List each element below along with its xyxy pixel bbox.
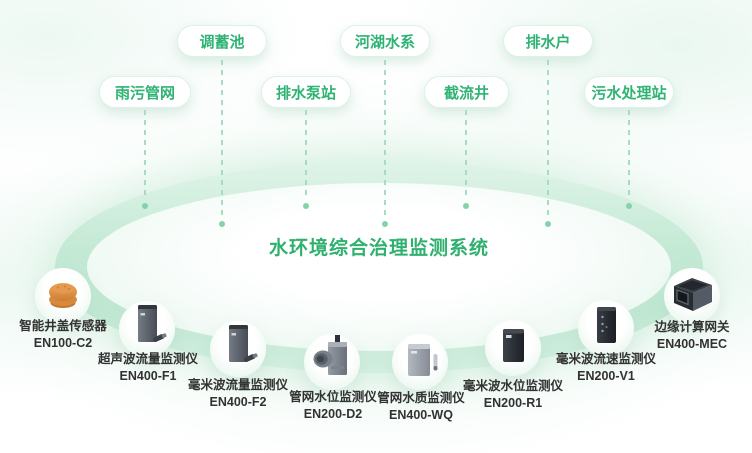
edge-gateway-icon (674, 278, 712, 311)
connector-dot-wushuichulizhan (626, 203, 632, 209)
connector-wushuichulizhan (628, 110, 630, 200)
device-name: 管网水质监测仪 (377, 391, 465, 405)
mmwave-flow-monitor-icon (229, 325, 258, 362)
device-model: EN400-MEC (656, 337, 728, 351)
mmwave-flow-velocity-monitor-icon (597, 307, 616, 343)
pill-tiaoxuchi: 调蓄池 (177, 25, 267, 57)
device-label-en200-v1: 毫米波流速监测仪 EN200-V1 (556, 351, 656, 385)
device-model: EN200-V1 (577, 369, 635, 383)
mmwave-water-level-monitor-icon (503, 329, 524, 362)
device-model: EN400-F1 (119, 369, 177, 383)
connector-dot-paishuibengzhan (303, 203, 309, 209)
device-name: 毫米波流速监测仪 (555, 352, 657, 366)
connector-dot-hehushuixi (382, 221, 388, 227)
device-label-en200-d2: 管网水位监测仪 EN200-D2 (289, 389, 377, 423)
connector-yuwuguanwang (144, 110, 146, 200)
connector-paishuihu (547, 60, 549, 218)
manhole-sensor-icon (49, 283, 77, 308)
device-model: EN400-F2 (209, 395, 267, 409)
ultrasonic-flow-monitor-icon (138, 305, 167, 342)
device-name: 超声波流量监测仪 (97, 352, 199, 366)
pill-paishuibengzhan: 排水泵站 (261, 76, 351, 108)
connector-hehushuixi (384, 60, 386, 218)
pill-paishuihu: 排水户 (503, 25, 593, 57)
connector-tiaoxuchi (221, 60, 223, 218)
device-label-en100-c2: 智能井盖传感器 EN100-C2 (19, 318, 107, 352)
device-name: 毫米波流量监测仪 (187, 378, 289, 392)
device-name: 智能井盖传感器 (19, 319, 107, 333)
platform-surface (87, 183, 671, 351)
pill-label: 调蓄池 (199, 33, 245, 51)
system-title: 水环境综合治理监测系统 (268, 238, 489, 259)
device-name: 毫米波水位监测仪 (462, 379, 564, 393)
connector-jieliujing (465, 110, 467, 200)
pill-jieliujing: 截流井 (424, 76, 509, 108)
pill-label: 截流井 (443, 84, 489, 102)
pill-label: 排水泵站 (275, 84, 336, 102)
connector-dot-tiaoxuchi (219, 221, 225, 227)
pill-hehushuixi: 河湖水系 (340, 25, 430, 57)
device-model: EN400-WQ (389, 408, 453, 422)
pipe-water-quality-monitor-icon (408, 344, 438, 376)
pill-yuwuguanwang: 雨污管网 (99, 76, 191, 108)
device-model: EN200-R1 (483, 396, 543, 410)
device-model: EN100-C2 (33, 336, 93, 350)
device-label-en400-f2: 毫米波流量监测仪 EN400-F2 (188, 377, 288, 411)
connector-dot-paishuihu (545, 221, 551, 227)
device-label-en400-f1: 超声波流量监测仪 EN400-F1 (98, 351, 198, 385)
connector-paishuibengzhan (305, 110, 307, 200)
device-label-en400-wq: 管网水质监测仪 EN400-WQ (377, 390, 465, 424)
device-label-en400-mec: 边缘计算网关 EN400-MEC (654, 319, 729, 353)
device-name: 管网水位监测仪 (289, 390, 377, 404)
pill-label: 河湖水系 (354, 33, 415, 51)
pill-label: 污水处理站 (591, 84, 667, 102)
device-label-en200-r1: 毫米波水位监测仪 EN200-R1 (463, 378, 563, 412)
connector-dot-yuwuguanwang (142, 203, 148, 209)
pill-label: 雨污管网 (114, 84, 175, 102)
pipe-water-level-monitor-icon (313, 335, 347, 375)
device-name: 边缘计算网关 (654, 320, 730, 334)
pill-wushuichulizhan: 污水处理站 (584, 76, 674, 108)
pill-label: 排水户 (525, 33, 571, 51)
connector-dot-jieliujing (463, 203, 469, 209)
device-model: EN200-D2 (303, 407, 363, 421)
